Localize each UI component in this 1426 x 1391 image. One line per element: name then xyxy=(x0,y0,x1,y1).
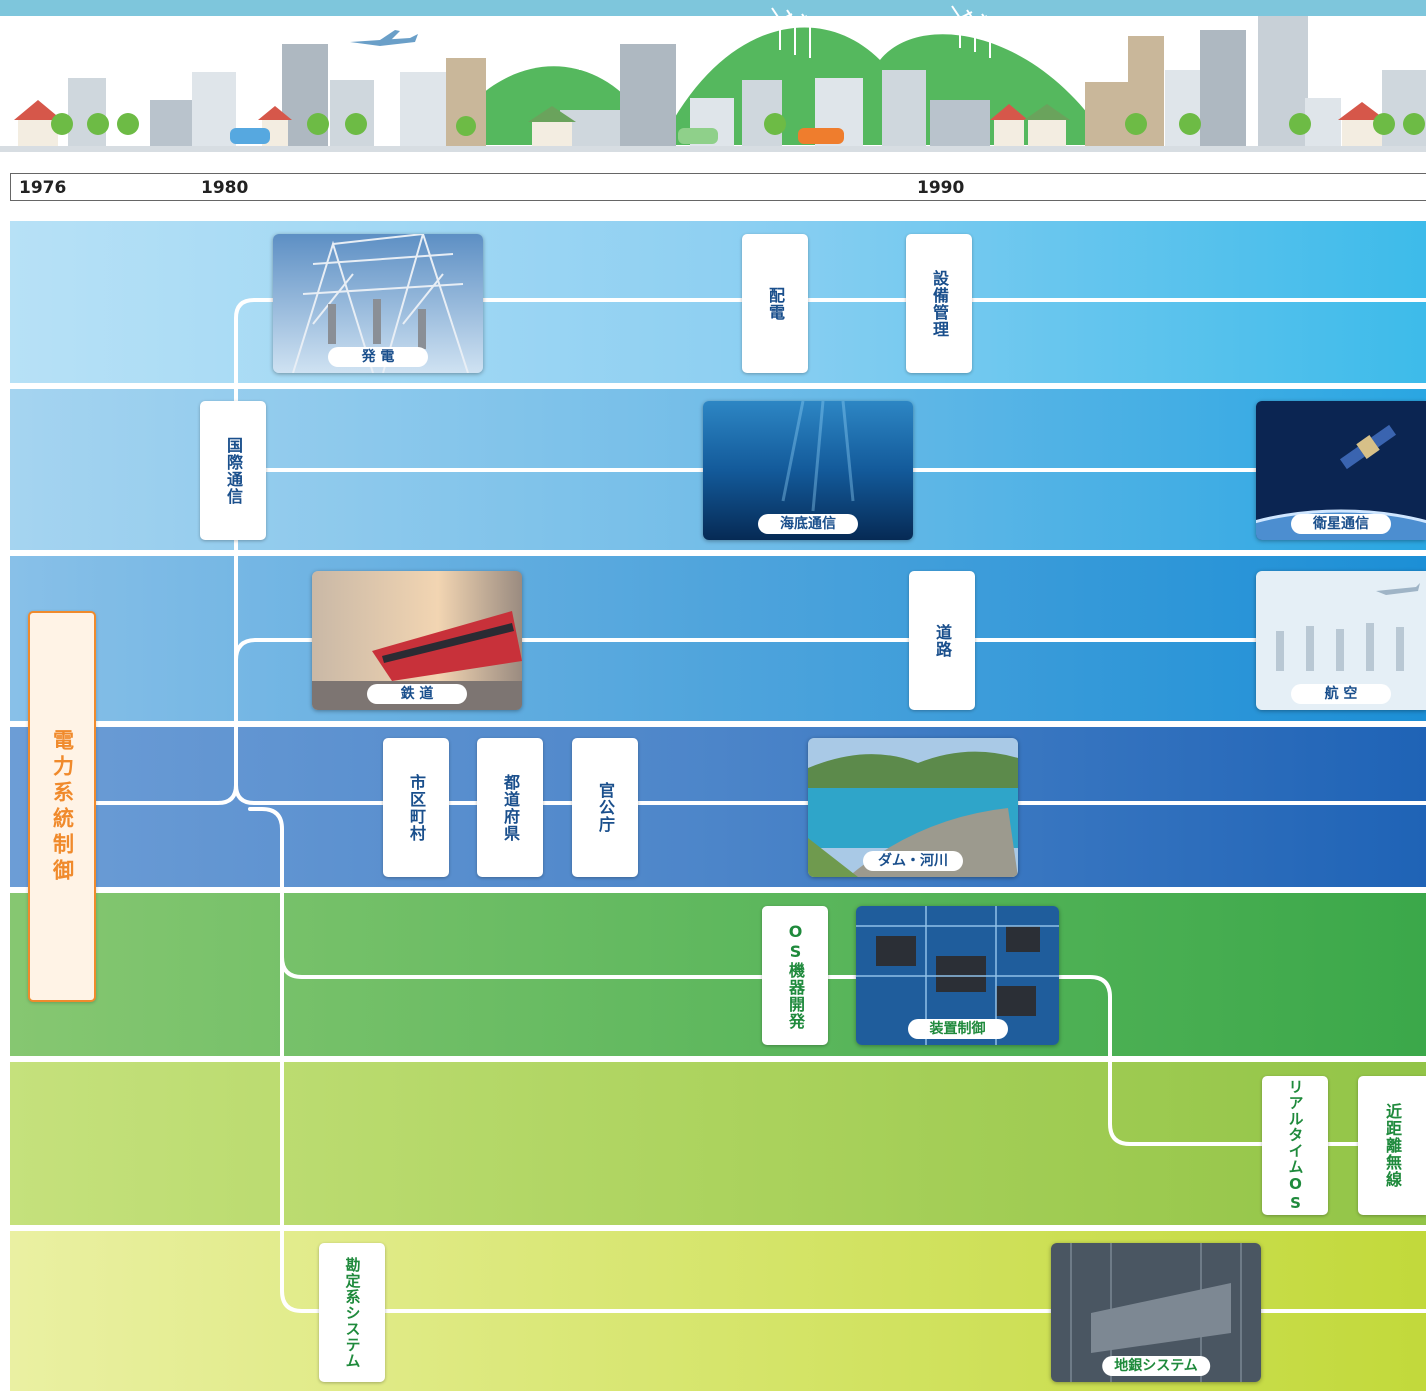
road-card: 道路 xyxy=(909,571,975,710)
band-embedded xyxy=(10,1062,1426,1225)
distribution-label: 配電 xyxy=(766,286,785,321)
band-transportation xyxy=(10,556,1426,721)
road-label: 道路 xyxy=(933,623,952,658)
band-power xyxy=(10,221,1426,383)
city-skyline-illustration xyxy=(0,0,1426,152)
government-offices-card: 官公庁 xyxy=(572,738,638,877)
power-generation-label: 発 電 xyxy=(328,347,428,367)
realtime-os-card: リアルタイムOS xyxy=(1262,1076,1328,1215)
short-range-wireless-card: 近距離無線 xyxy=(1358,1076,1426,1215)
international-communication-label: 国際通信 xyxy=(224,436,243,505)
power-generation-card: 発 電 xyxy=(273,234,483,373)
submarine-communication-card: 海底通信 xyxy=(703,401,913,540)
railway-label: 鉄 道 xyxy=(367,684,467,704)
railway-card: 鉄 道 xyxy=(312,571,522,710)
facility-management-label: 設備管理 xyxy=(930,269,949,338)
device-control-label: 装置制御 xyxy=(907,1019,1008,1039)
satellite-communication-label: 衛星通信 xyxy=(1291,514,1391,534)
municipalities-card: 市区町村 xyxy=(383,738,449,877)
os-device-development-label: OS機器開発 xyxy=(786,921,805,1030)
short-range-wireless-label: 近距離無線 xyxy=(1383,1103,1402,1188)
accounting-system-label: 勘定系システム xyxy=(343,1256,362,1369)
dam-river-label: ダム・河川 xyxy=(863,851,963,871)
dam-river-card: ダム・河川 xyxy=(808,738,1018,877)
accounting-system-card: 勘定系システム xyxy=(319,1243,385,1382)
regional-bank-system-label: 地銀システム xyxy=(1102,1356,1210,1376)
year-label-1980: 1980 xyxy=(201,178,249,198)
distribution-card: 配電 xyxy=(742,234,808,373)
year-label-1990: 1990 xyxy=(917,178,965,198)
satellite-communication-card: 衛星通信 xyxy=(1256,401,1426,540)
facility-management-card: 設備管理 xyxy=(906,234,972,373)
train-image xyxy=(312,571,522,710)
band-device-control xyxy=(10,893,1426,1056)
bank-building-image xyxy=(1051,1243,1261,1382)
os-device-development-card: OS機器開発 xyxy=(762,906,828,1045)
aviation-card: 航 空 xyxy=(1256,571,1426,710)
submarine-communication-label: 海底通信 xyxy=(758,514,858,534)
realtime-os-label: リアルタイムOS xyxy=(1286,1078,1305,1213)
device-control-card: 装置制御 xyxy=(856,906,1059,1045)
international-communication-card: 国際通信 xyxy=(200,401,266,540)
government-offices-label: 官公庁 xyxy=(596,782,615,833)
year-label-1976: 1976 xyxy=(19,178,67,198)
band-public-sector xyxy=(10,727,1426,887)
aviation-label: 航 空 xyxy=(1291,684,1391,704)
timeline-axis: 1976 1980 1990 xyxy=(10,173,1426,201)
power-system-control-card: 電力系統制御 xyxy=(28,611,96,1002)
prefectures-card: 都道府県 xyxy=(477,738,543,877)
dam-image xyxy=(808,738,1018,877)
power-system-control-label: 電力系統制御 xyxy=(50,728,75,885)
prefectures-label: 都道府県 xyxy=(501,773,520,842)
municipalities-label: 市区町村 xyxy=(407,773,426,842)
regional-bank-system-card: 地銀システム xyxy=(1051,1243,1261,1382)
